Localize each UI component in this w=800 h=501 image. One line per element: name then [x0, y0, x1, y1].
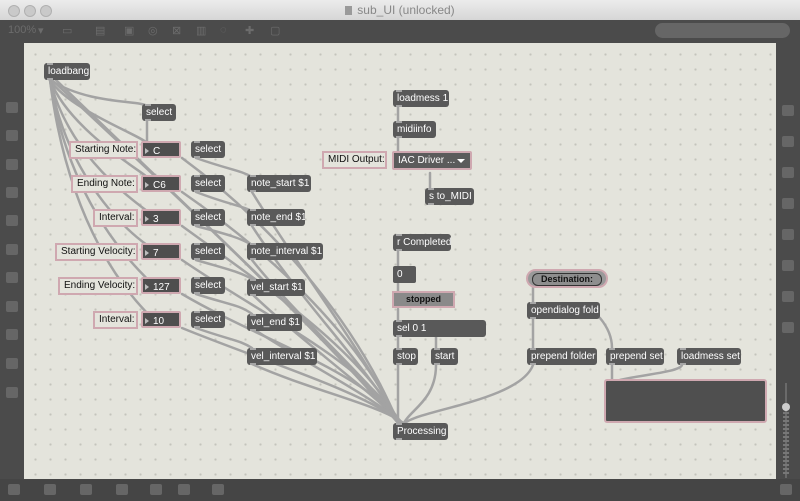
interval-velocity-numbox[interactable]: 10: [141, 311, 181, 328]
zoom-window-button[interactable]: [40, 5, 52, 17]
sidebar-link-icon[interactable]: [6, 272, 18, 283]
ending-note-numbox[interactable]: C6: [141, 175, 181, 192]
prepend-folder-object[interactable]: prepend folder: [527, 348, 597, 365]
message-box-icon[interactable]: ▤: [95, 25, 106, 37]
chevron-down-icon[interactable]: ▾: [38, 25, 44, 37]
align-icon[interactable]: [150, 484, 162, 495]
ending-velocity-numbox[interactable]: 127: [141, 277, 181, 294]
starting-velocity-numbox[interactable]: 7: [141, 243, 181, 260]
opendialog-object[interactable]: opendialog fold: [527, 302, 600, 319]
window-title: sub_UI (unlocked): [0, 3, 800, 17]
interval-note-label: Interval:: [93, 209, 138, 227]
midi-output-value: IAC Driver ...: [398, 155, 456, 166]
document-icon: [345, 6, 353, 15]
dial-icon[interactable]: ◌: [220, 24, 227, 36]
minimize-window-button[interactable]: [24, 5, 36, 17]
note-start-message[interactable]: note_start $1: [247, 175, 311, 192]
destination-display: [604, 379, 767, 423]
sidebar-list-icon[interactable]: [6, 215, 18, 226]
vel-interval-message[interactable]: vel_interval $1: [247, 348, 317, 365]
select-object-1[interactable]: select: [191, 141, 225, 158]
sidebar-image-icon[interactable]: [6, 244, 18, 255]
tool-icon[interactable]: [212, 484, 224, 495]
patcher-toolbar: 100% ▾ ▭ ▤ ▣ ◎ ⊠ ▥ ◌ ✚ ▢: [0, 20, 800, 43]
interval-velocity-label: Interval:: [93, 311, 138, 329]
ending-velocity-label: Ending Velocity:: [58, 277, 138, 295]
midiinfo-object[interactable]: midiinfo: [393, 121, 436, 138]
midi-output-label: MIDI Output:: [322, 151, 387, 169]
select-object-top[interactable]: select: [142, 104, 176, 121]
debug-icon[interactable]: [80, 484, 92, 495]
s-to-midi-object[interactable]: s to_MIDI: [425, 188, 474, 205]
select-object-6[interactable]: select: [191, 311, 225, 328]
sidebar-info-icon[interactable]: [782, 136, 794, 147]
sidebar-grid-icon[interactable]: [782, 167, 794, 178]
destination-label: Destination:: [532, 273, 602, 286]
right-sidebar: [776, 43, 800, 483]
destination-button[interactable]: Destination:: [526, 269, 608, 288]
grid-icon[interactable]: [116, 484, 128, 495]
sidebar-book-icon[interactable]: [782, 198, 794, 209]
select-object-5[interactable]: select: [191, 277, 225, 294]
vel-start-message[interactable]: vel_start $1: [247, 279, 305, 296]
sidebar-box-icon[interactable]: [782, 291, 794, 302]
select-object-4[interactable]: select: [191, 243, 225, 260]
bottom-toolbar: [0, 479, 800, 501]
sidebar-chart-icon[interactable]: [782, 322, 794, 333]
left-sidebar: [0, 43, 24, 483]
stopped-toggle[interactable]: stopped: [392, 291, 455, 308]
note-end-message[interactable]: note_end $1: [247, 209, 305, 226]
r-completed-object[interactable]: r Completed: [393, 234, 451, 251]
sidebar-document-icon[interactable]: [782, 260, 794, 271]
sidebar-dollar-icon[interactable]: [6, 358, 18, 369]
new-object-icon[interactable]: ▭: [62, 25, 73, 37]
sidebar-table-icon[interactable]: [782, 229, 794, 240]
level-meter: [783, 412, 789, 476]
power-icon[interactable]: [780, 484, 792, 495]
starting-velocity-label: Starting Velocity:: [55, 243, 138, 261]
completed-numbox[interactable]: 0: [393, 266, 416, 283]
select-object-2[interactable]: select: [191, 175, 225, 192]
title-bar: sub_UI (unlocked): [0, 0, 800, 21]
select-object-3[interactable]: select: [191, 209, 225, 226]
sidebar-power-icon[interactable]: [6, 329, 18, 340]
start-message[interactable]: start: [431, 348, 458, 365]
sidebar-music-icon[interactable]: [6, 187, 18, 198]
processing-object[interactable]: Processing: [393, 423, 448, 440]
chevron-down-icon: [457, 159, 465, 163]
lock-icon[interactable]: [8, 484, 20, 495]
stop-message[interactable]: stop: [393, 348, 418, 365]
interval-note-numbox[interactable]: 3: [141, 209, 181, 226]
image-icon[interactable]: ▢: [270, 25, 281, 37]
sidebar-inspector-icon[interactable]: [782, 105, 794, 116]
sidebar-gear-icon[interactable]: [6, 102, 18, 113]
loadmess-set-object[interactable]: loadmess set: [677, 348, 741, 365]
ending-note-label: Ending Note:: [71, 175, 138, 193]
wrench-icon[interactable]: [178, 484, 190, 495]
sel-object[interactable]: sel 0 1: [393, 320, 486, 337]
comment-icon[interactable]: ▣: [124, 25, 135, 37]
vel-end-message[interactable]: vel_end $1: [247, 314, 302, 331]
sidebar-film-icon[interactable]: [6, 159, 18, 170]
toggle-icon[interactable]: ⊠: [172, 25, 182, 37]
starting-note-label: Starting Note:: [69, 141, 138, 159]
starting-note-numbox[interactable]: C: [141, 141, 181, 158]
close-window-button[interactable]: [8, 5, 20, 17]
loadbang-object[interactable]: loadbang: [44, 63, 90, 80]
search-input[interactable]: [655, 23, 790, 38]
sidebar-star-icon[interactable]: [6, 387, 18, 398]
zoom-level[interactable]: 100%: [8, 24, 37, 36]
sidebar-circle-icon[interactable]: [6, 130, 18, 141]
slider-knob[interactable]: [782, 403, 790, 411]
button-icon[interactable]: ◎: [148, 25, 158, 37]
sidebar-arrow-icon[interactable]: [6, 301, 18, 312]
presentation-icon[interactable]: [44, 484, 56, 495]
note-interval-message[interactable]: note_interval $1: [247, 243, 323, 260]
add-icon[interactable]: ✚: [245, 25, 255, 37]
slider-icon[interactable]: ▥: [196, 25, 207, 37]
loadmess-1-object[interactable]: loadmess 1: [393, 90, 449, 107]
prepend-set-object[interactable]: prepend set: [606, 348, 664, 365]
midi-output-menu[interactable]: IAC Driver ...: [392, 151, 472, 170]
